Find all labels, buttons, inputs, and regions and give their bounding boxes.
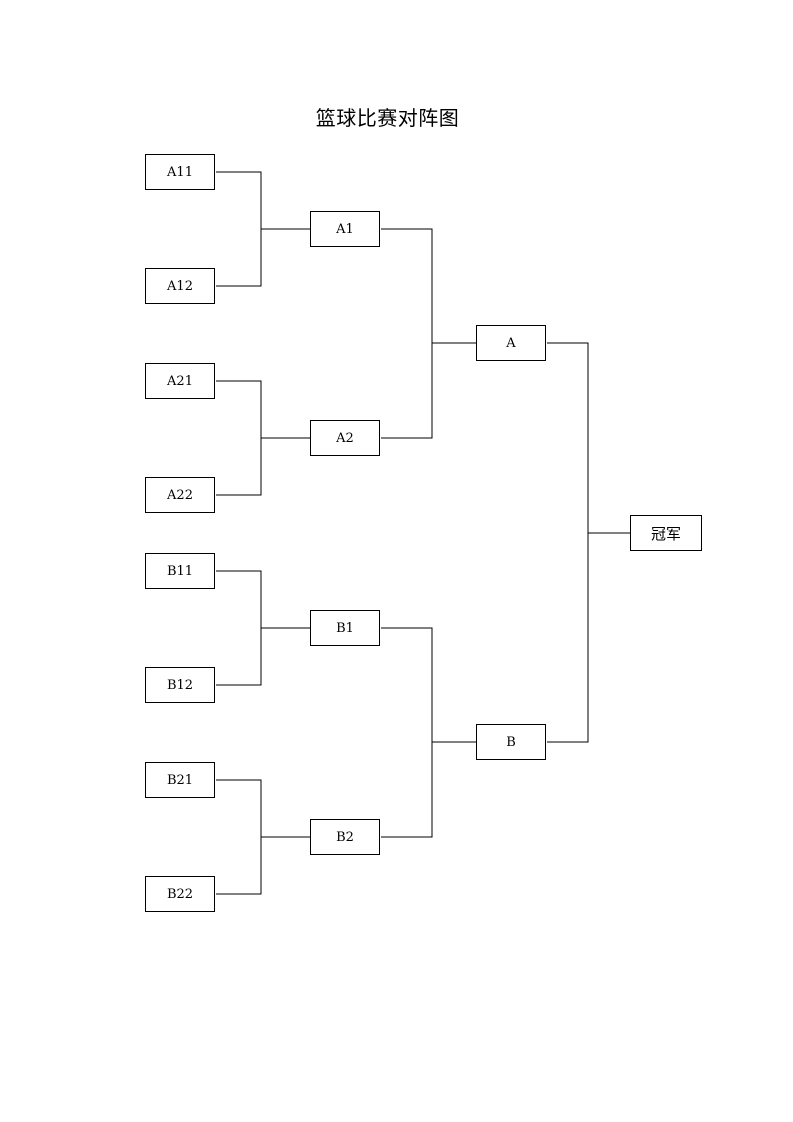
team-label: B2 (336, 829, 354, 845)
team-label: B22 (166, 886, 194, 902)
connector-a-b-champion (547, 342, 589, 743)
team-box-b: B (476, 724, 546, 760)
team-box-a22: A22 (145, 477, 215, 513)
connector-a11-a12-a1 (216, 171, 262, 287)
connector-b21-b22-b2 (216, 779, 262, 895)
team-box-a12: A12 (145, 268, 215, 304)
team-box-b2: B2 (310, 819, 380, 855)
team-box-a: A (476, 325, 546, 361)
team-label: B21 (166, 772, 194, 788)
connector-a1-a2-a (381, 228, 433, 439)
team-label: B (506, 734, 516, 750)
team-box-a11: A11 (145, 154, 215, 190)
team-label: B12 (166, 677, 194, 693)
team-label: B11 (166, 563, 194, 579)
team-box-b22: B22 (145, 876, 215, 912)
team-box-b1: B1 (310, 610, 380, 646)
team-box-a1: A1 (310, 211, 380, 247)
team-box-a2: A2 (310, 420, 380, 456)
team-label: A21 (167, 373, 193, 389)
team-label: A11 (167, 164, 193, 180)
team-label: A22 (167, 487, 193, 503)
team-label: A2 (336, 430, 354, 446)
team-label: A1 (336, 221, 354, 237)
team-box-b11: B11 (145, 553, 215, 589)
champion-box: 冠军 (630, 515, 702, 551)
team-box-a21: A21 (145, 363, 215, 399)
team-label: B1 (336, 620, 354, 636)
team-label: A12 (167, 278, 193, 294)
team-box-b21: B21 (145, 762, 215, 798)
team-box-b12: B12 (145, 667, 215, 703)
champion-label: 冠军 (650, 524, 681, 543)
page-title: 篮球比赛对阵图 (315, 106, 460, 130)
connector-a21-a22-a2 (216, 380, 262, 496)
connector-b11-b12-b1 (216, 570, 262, 686)
team-label: A (506, 335, 516, 351)
connector-b1-b2-b (381, 627, 433, 838)
